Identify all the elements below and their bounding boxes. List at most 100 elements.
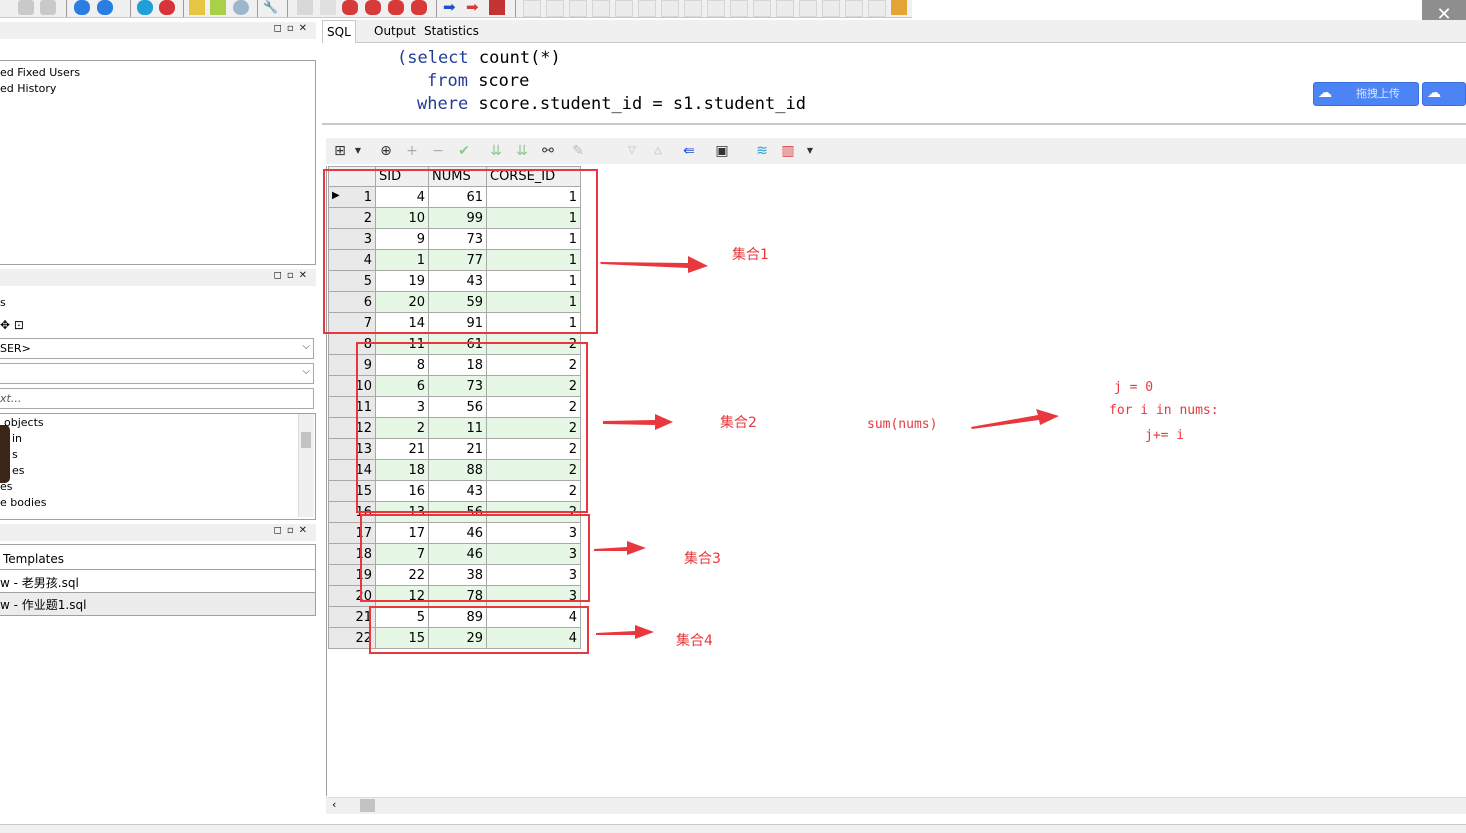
tree-item[interactable]: in [12,432,23,445]
disabled-icon[interactable] [615,0,633,17]
disabled-icon[interactable] [730,0,748,17]
disabled-icon[interactable] [868,0,886,17]
add-icon[interactable]: + [406,143,418,159]
file-item-label[interactable]: w - 老男孩.sql [0,576,79,590]
cell-nums[interactable]: 46 [428,522,487,544]
cell-corse-id[interactable]: 2 [486,417,581,439]
tree-item[interactable]: es [12,464,25,477]
cell-nums[interactable]: 59 [428,291,487,313]
disconnect-icon[interactable] [159,0,175,15]
disabled-icon[interactable] [592,0,610,17]
disabled-icon[interactable] [776,0,794,17]
sort-desc-icon[interactable]: ▽ [628,145,636,156]
disabled-icon[interactable] [845,0,863,17]
cell-nums[interactable]: 43 [428,480,487,502]
cell-nums[interactable]: 43 [428,270,487,292]
cell-sid[interactable]: 20 [375,291,429,313]
disabled-icon[interactable] [661,0,679,17]
connect-icon[interactable] [137,0,153,15]
column-header[interactable]: CORSE_ID [486,166,581,187]
tab-sql[interactable]: SQL [322,20,356,44]
disabled-icon[interactable] [707,0,725,17]
cell-nums[interactable]: 99 [428,207,487,229]
templates-label[interactable]: Templates [3,552,65,566]
browser-tools-icon[interactable]: ✥ ⊡ [0,318,24,332]
tree-item[interactable]: s [12,448,18,461]
disabled-icon[interactable] [638,0,656,17]
cell-corse-id[interactable]: 2 [486,396,581,418]
cell-corse-id[interactable]: 1 [486,291,581,313]
disabled-icon[interactable] [569,0,587,17]
wrench-icon[interactable]: 🔧 [263,0,278,14]
arrow-right-icon[interactable]: ➡ [466,0,479,16]
type-combo[interactable]: ⌵ [0,363,314,384]
edit-icon[interactable] [210,0,226,15]
stop-icon[interactable] [365,0,381,15]
arrow-right-icon[interactable]: ➡ [443,0,456,16]
tree-item[interactable]: e bodies [0,496,47,509]
remove-icon[interactable]: − [432,143,444,159]
panel-controls[interactable]: ◻▫✕ [273,525,312,536]
fetch-last-icon[interactable]: ⇊ [516,143,528,159]
cell-corse-id[interactable]: 1 [486,207,581,229]
history-item[interactable]: ed History [0,82,57,95]
lock-icon[interactable] [489,0,505,15]
sort-asc-icon[interactable]: △ [654,145,662,156]
cell-nums[interactable]: 29 [428,627,487,649]
cell-sid[interactable]: 6 [375,375,429,397]
stack-icon[interactable] [18,0,34,15]
cell-corse-id[interactable]: 2 [486,354,581,376]
cell-sid[interactable]: 18 [375,459,429,481]
stack-icon[interactable] [40,0,56,15]
tree-scrollbar[interactable] [298,414,314,517]
scroll-left-icon[interactable]: ‹ [332,798,337,811]
database-icon[interactable] [74,0,90,15]
pencil-icon[interactable] [297,0,313,15]
lock-icon[interactable]: ⊕ [380,143,392,159]
scrollbar-thumb[interactable] [360,799,375,812]
cell-nums[interactable]: 73 [428,228,487,250]
tab-output[interactable]: Output [374,24,416,38]
stop-icon[interactable] [388,0,404,15]
file-item[interactable] [0,592,316,616]
cell-nums[interactable]: 38 [428,564,487,586]
export-icon[interactable]: ⇚ [683,143,695,159]
tree-item[interactable]: objects [4,416,44,429]
save-icon[interactable]: ▣ [715,143,729,159]
disabled-icon[interactable] [799,0,817,17]
tab-statistics[interactable]: Statistics [424,24,479,38]
disabled-icon[interactable] [684,0,702,17]
panel-controls[interactable]: ◻▫✕ [273,270,312,281]
cell-corse-id[interactable]: 3 [486,543,581,565]
horizontal-scrollbar[interactable]: ‹ [326,797,1466,814]
disabled-icon[interactable] [822,0,840,17]
cell-corse-id[interactable]: 1 [486,228,581,250]
cell-nums[interactable]: 73 [428,375,487,397]
eraser-icon[interactable] [320,0,336,15]
cell-corse-id[interactable]: 1 [486,270,581,292]
filter-input[interactable]: xt... [0,388,314,409]
chart-icon[interactable]: ▥ [781,143,795,159]
clock-icon[interactable] [233,0,249,15]
disabled-icon[interactable] [523,0,541,17]
cell-corse-id[interactable]: 4 [486,627,581,649]
cell-corse-id[interactable]: 2 [486,375,581,397]
stop-icon[interactable] [411,0,427,15]
file-item-label[interactable]: w - 作业题1.sql [0,598,87,612]
cell-nums[interactable]: 46 [428,543,487,565]
database-icon[interactable] [97,0,113,15]
panel-controls[interactable]: ◻▫✕ [273,23,312,34]
cell-sid[interactable]: 21 [375,438,429,460]
